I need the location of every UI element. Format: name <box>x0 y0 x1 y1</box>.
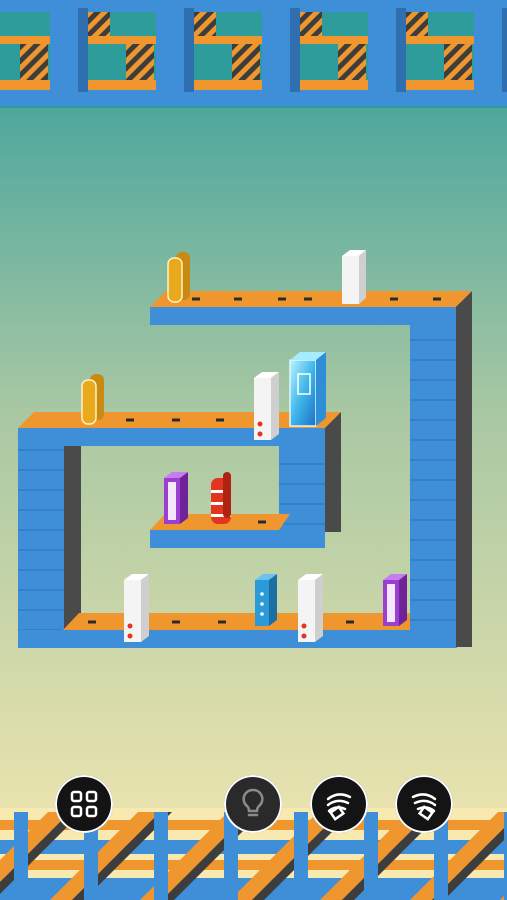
portal-cube[interactable] <box>289 352 326 427</box>
pieces <box>81 250 407 642</box>
white-domino-with-dots[interactable] <box>254 372 279 440</box>
lightbulb-icon <box>242 788 264 817</box>
top-platform <box>150 291 472 325</box>
left-column <box>18 430 81 648</box>
hint-button[interactable] <box>224 775 282 833</box>
red-striped-domino[interactable] <box>211 472 231 524</box>
right-column <box>410 303 472 648</box>
bottom-lattice-decoration <box>0 808 507 900</box>
undo-domino-icon <box>326 793 352 821</box>
white-domino-with-dots[interactable] <box>124 574 149 642</box>
gold-domino[interactable] <box>81 374 104 425</box>
top-lattice-decoration <box>0 0 507 108</box>
purple-domino[interactable] <box>164 472 188 524</box>
gold-domino[interactable] <box>167 252 190 303</box>
white-domino-with-dots[interactable] <box>298 574 323 642</box>
level-menu-button[interactable] <box>55 775 113 833</box>
redo-domino-icon <box>411 793 437 821</box>
undo-button[interactable] <box>310 775 368 833</box>
inner-block <box>279 430 341 548</box>
redo-button[interactable] <box>395 775 453 833</box>
blue-domino-with-dots[interactable] <box>255 574 277 626</box>
purple-domino[interactable] <box>383 574 407 626</box>
grid-icon <box>70 790 98 818</box>
white-domino[interactable] <box>342 250 366 304</box>
